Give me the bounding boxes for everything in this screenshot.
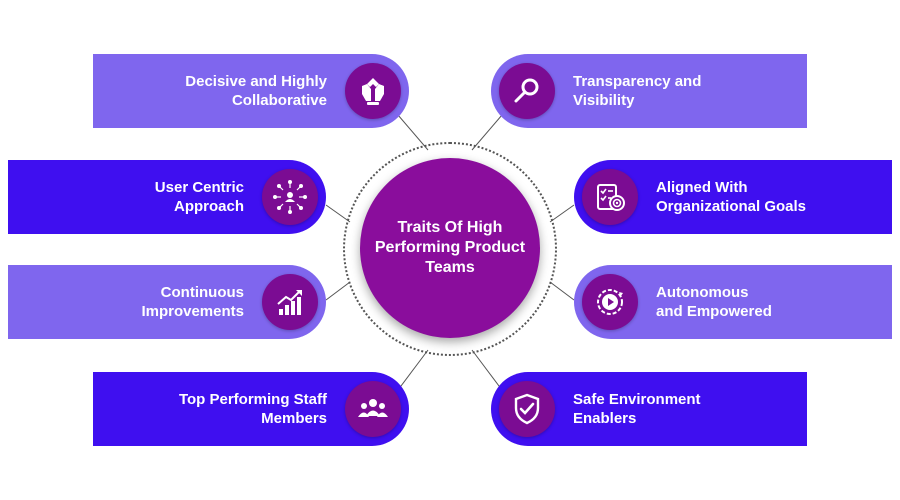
trait-label: Top Performing Staff Members <box>178 391 327 427</box>
magnifier-icon <box>499 63 555 119</box>
play-cycle-icon <box>582 274 638 330</box>
network-user-icon <box>262 169 318 225</box>
center-dotted-ring <box>343 142 557 356</box>
trait-card-user-centric: User Centric Approach <box>8 160 326 234</box>
trait-card-transparency-visibility: Transparency and Visibility <box>491 54 807 128</box>
trait-card-continuous-improvements: Continuous Improvements <box>8 265 326 339</box>
team-icon <box>345 381 401 437</box>
trait-label: Aligned With Organizational Goals <box>656 179 807 215</box>
hands-together-icon <box>345 63 401 119</box>
trait-label: Decisive and Highly Collaborative <box>185 73 327 109</box>
shield-check-icon <box>499 381 555 437</box>
growth-chart-icon <box>262 274 318 330</box>
trait-card-top-performing-staff: Top Performing Staff Members <box>93 372 409 446</box>
trait-label: Continuous Improvements <box>141 284 244 320</box>
trait-label: User Centric Approach <box>154 179 244 215</box>
checklist-target-icon <box>582 169 638 225</box>
trait-card-safe-environment: Safe Environment Enablers <box>491 372 807 446</box>
center-title: Traits Of High Performing Product Teams <box>360 158 540 338</box>
trait-label: Autonomous and Empowered <box>656 284 772 320</box>
trait-label: Safe Environment Enablers <box>573 391 701 427</box>
trait-card-autonomous-empowered: Autonomous and Empowered <box>574 265 892 339</box>
trait-card-decisive-collaborative: Decisive and Highly Collaborative <box>93 54 409 128</box>
trait-label: Transparency and Visibility <box>573 73 702 109</box>
trait-card-aligned-goals: Aligned With Organizational Goals <box>574 160 892 234</box>
